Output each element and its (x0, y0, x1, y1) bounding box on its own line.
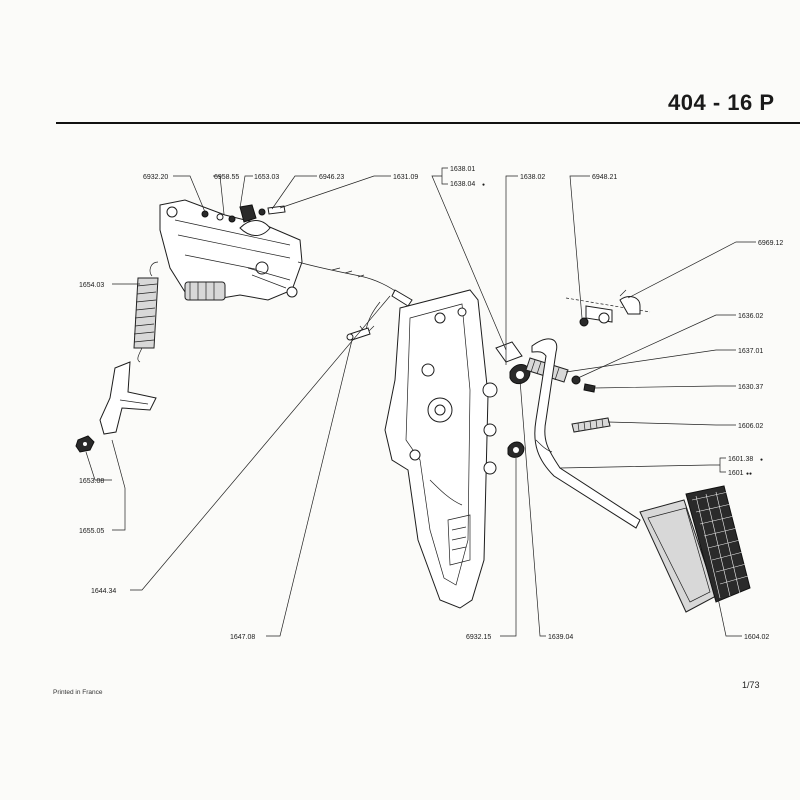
return-spring (133, 261, 159, 363)
label-1653-08: 1653.08 (79, 478, 104, 485)
label-1638-04: 1638.04 (450, 181, 475, 188)
marker-1601-38: ● (760, 457, 763, 463)
label-1638-02: 1638.02 (520, 174, 545, 181)
shaft-small-parts (571, 375, 596, 393)
page-title: 404 - 16 P (668, 90, 775, 115)
label-1647-08: 1647.08 (230, 634, 255, 641)
shaft-bushes (495, 341, 531, 458)
label-1654-03: 1654.03 (79, 282, 104, 289)
pin-1647-08 (346, 327, 371, 341)
label-1655-05: 1655.05 (79, 528, 104, 535)
label-6932-15: 6932.15 (466, 634, 491, 641)
label-1606-02: 1606.02 (738, 423, 763, 430)
label-1639-04: 1639.04 (548, 634, 573, 641)
part-labels: 6932.20 6958.55 1653.03 6946.23 1631.09 … (79, 166, 783, 641)
header-rule (56, 122, 800, 124)
accelerator-cable (297, 261, 413, 335)
label-1638-01: 1638.01 (450, 166, 475, 173)
leader-lines (85, 167, 756, 637)
label-1601: 1601 (728, 470, 744, 477)
label-1601-38: 1601.38 (728, 456, 753, 463)
pedal-mounting-plate (384, 289, 498, 609)
label-6969-12: 6969.12 (758, 240, 783, 247)
label-1636-02: 1636.02 (738, 313, 763, 320)
printed-in-note: Printed in France (53, 689, 103, 696)
marker-1601: ●● (746, 471, 752, 477)
label-6932-20: 6932.20 (143, 174, 168, 181)
pedal-arm (531, 338, 641, 529)
label-6948-21: 6948.21 (592, 174, 617, 181)
label-6946-23: 6946.23 (319, 174, 344, 181)
nut-1653-08 (75, 435, 95, 453)
label-1653-03: 1653.03 (254, 174, 279, 181)
label-1630-37: 1630.37 (738, 384, 763, 391)
label-1604-02: 1604.02 (744, 634, 769, 641)
marker-1638-04: ● (482, 182, 485, 188)
stud-1606-02 (571, 417, 611, 433)
label-1644-34: 1644.34 (91, 588, 116, 595)
label-1637-01: 1637.01 (738, 348, 763, 355)
label-6958-55: 6958.55 (214, 174, 239, 181)
pedal-rubber (685, 485, 751, 603)
bracket (99, 361, 157, 435)
throttle-linkage-assembly (159, 199, 303, 301)
page-number: 1/73 (742, 680, 760, 690)
clevis-pin-assembly (565, 289, 651, 327)
label-1631-09: 1631.09 (393, 174, 418, 181)
